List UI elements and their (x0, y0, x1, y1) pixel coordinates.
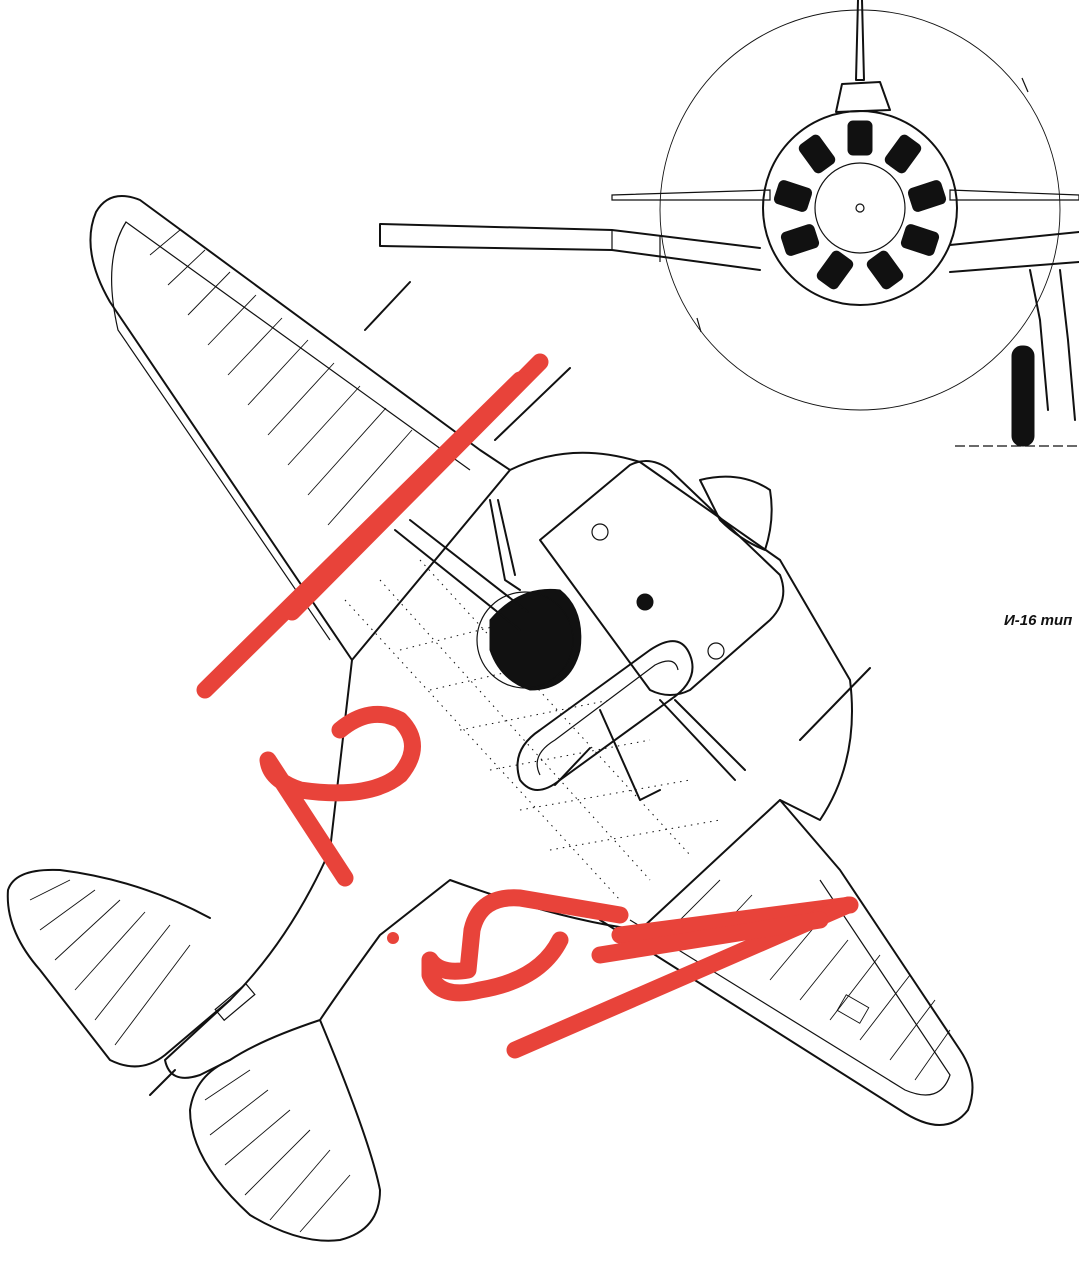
cowling-inner-ring (814, 162, 906, 254)
gear-leg-left (394, 519, 529, 631)
wheel-well (489, 588, 582, 691)
wing-root-joint (611, 230, 661, 262)
wing-guns (364, 281, 871, 786)
front-view-canopy (835, 81, 891, 113)
gear-leg-lower (599, 709, 661, 801)
access-port-2 (707, 642, 725, 660)
access-port-1 (591, 523, 609, 541)
digit-five (421, 889, 629, 1002)
front-view-wing-right (949, 231, 1079, 273)
red-dot (387, 932, 399, 944)
plan-view (6, 195, 974, 1242)
strike-line-lower-3 (591, 911, 829, 964)
landing-gear-strut (1029, 269, 1076, 421)
oil-cooler (516, 640, 694, 791)
oil-cooler-inner (536, 660, 679, 776)
tailplane-left-hatching (29, 879, 191, 1046)
spinner (699, 475, 773, 551)
drawing-caption: И-16 тип (1004, 612, 1073, 629)
cooling-openings (773, 120, 947, 290)
front-view-fin (855, 0, 865, 81)
rivet-lines (344, 559, 721, 901)
tailplane-right-hatching (204, 1069, 351, 1233)
cowling-plate (539, 460, 785, 696)
propeller-hub (855, 203, 865, 213)
tailplane-right (189, 1019, 381, 1242)
tail-cone (149, 1069, 176, 1096)
wing-left-hatching (149, 229, 439, 556)
front-view-wing-left (379, 223, 761, 271)
landing-wheel (1011, 345, 1035, 447)
strike-line-upper-2 (196, 371, 529, 699)
digit-two (259, 705, 421, 887)
tail-wheel (214, 982, 256, 1022)
wing-right-aileron-line (629, 879, 951, 1096)
rotation-arrow (696, 77, 1029, 333)
wing-right (599, 799, 974, 1126)
propeller-disc (659, 9, 1061, 411)
front-view (379, 0, 1079, 447)
front-view-tailplane (611, 189, 1079, 201)
wing-left (89, 195, 511, 661)
tailplane-left (6, 868, 231, 1068)
red-annotation (196, 353, 859, 1059)
wing-left-aileron-line (111, 221, 471, 641)
strike-line-lower-1 (611, 896, 859, 944)
gear-leg-upper (489, 499, 521, 591)
cowling-vent (636, 593, 654, 611)
wheel-well-ring (476, 591, 574, 689)
gear-leg-right (659, 699, 746, 781)
engine-cowling (762, 110, 958, 306)
